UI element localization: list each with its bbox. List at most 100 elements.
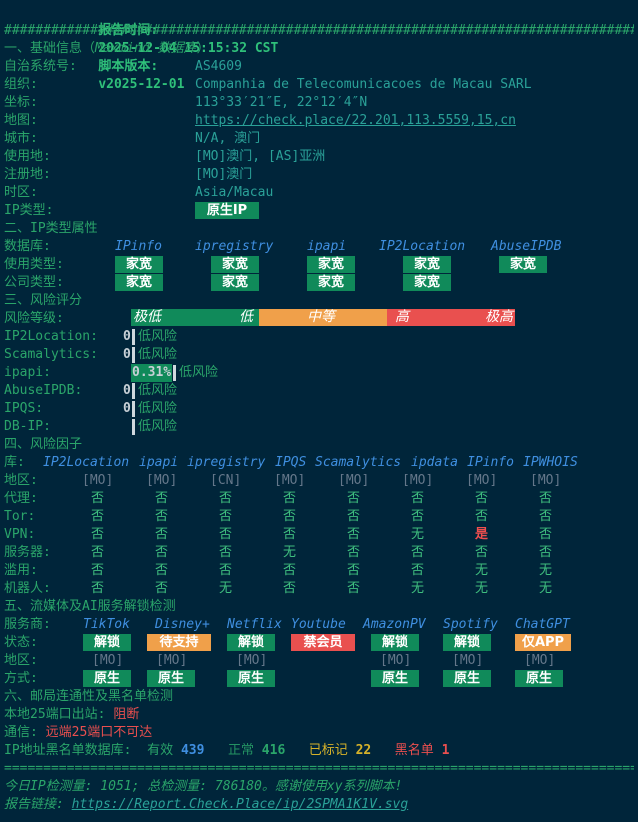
service-method-badge: 原生 [147, 670, 195, 687]
factor-row-label: 代理: [4, 491, 38, 506]
map-label: 地图: [4, 113, 38, 128]
coords-label: 坐标: [4, 95, 38, 110]
factor-cell: 否 [411, 509, 425, 524]
service-name-tiktok: TikTok [83, 617, 130, 632]
footer-stats: 今日IP检测量: 1051; 总检测量: 786180。感谢使用xy系列脚本! [4, 779, 403, 794]
factor-cell: [MO] [530, 473, 562, 488]
service-region: [MO] [156, 653, 188, 668]
status-label: 状态: [4, 635, 38, 650]
use-type-ipregistry: 家宽 [211, 256, 259, 273]
region-label: 地区: [4, 653, 38, 668]
factor-cell: [MO] [466, 473, 498, 488]
factor-cell: 无 [539, 581, 553, 596]
comm-label: 通信: [4, 725, 38, 740]
company-type-ipinfo: 家宽 [115, 274, 163, 291]
db-label: 数据库: [4, 239, 51, 254]
factor-cell: [MO] [82, 473, 114, 488]
ip-type-badge: 原生IP [195, 202, 259, 219]
factor-cell: 否 [411, 491, 425, 506]
risk-dbip-marker [132, 419, 135, 435]
factor-cell: [MO] [146, 473, 178, 488]
factor-db-scamalytics: Scamalytics [315, 455, 402, 470]
risk-ipqs-text: 低风险 [138, 401, 178, 416]
use-type-ipinfo: 家宽 [115, 256, 163, 273]
factor-cell: 否 [475, 509, 489, 524]
report-link[interactable]: https://Report.Check.Place/ip/2SPMA1K1V.… [71, 797, 409, 812]
company-type-ipapi: 家宽 [307, 274, 355, 291]
factor-cell: 否 [411, 545, 425, 560]
service-region: [MO] [452, 653, 484, 668]
risk-bar-low: 极低 低 [131, 309, 259, 326]
service-name-youtube: Youtube [291, 617, 346, 632]
factor-cell: 否 [155, 563, 169, 578]
risk-ipapi-text: 低风险 [179, 365, 219, 380]
factor-cell: [MO] [338, 473, 370, 488]
risk-ipqs-label: IPQS: [4, 401, 44, 416]
factor-cell: 否 [283, 491, 297, 506]
blacklist-label: IP地址黑名单数据库: [4, 743, 132, 758]
factor-cell: 否 [155, 545, 169, 560]
factor-cell: 否 [411, 563, 425, 578]
risk-ipqs-score: 0 [123, 401, 131, 416]
risk-bar-very-low-label: 极低 [133, 309, 161, 325]
use-type-ip2location: 家宽 [403, 256, 451, 273]
factor-cell: 否 [539, 491, 553, 506]
factor-cell: 无 [539, 563, 553, 578]
separator-bottom: ========================================… [4, 761, 634, 776]
factor-row-label: VPN: [4, 527, 36, 542]
usage-location-label: 使用地: [4, 149, 51, 164]
factor-cell: 否 [347, 545, 361, 560]
factor-row-label: 地区: [4, 473, 38, 488]
service-status-badge: 禁会员 [291, 634, 355, 651]
risk-ipapi-label: ipapi: [4, 365, 51, 380]
factor-cell: 否 [283, 509, 297, 524]
db-header-ipapi: ipapi [307, 239, 347, 254]
risk-bar-low-label: 低 [239, 309, 253, 325]
risk-abuseipdb-score: 0 [123, 383, 131, 398]
map-link[interactable]: https://check.place/22.201,113.5559,15,c… [195, 113, 516, 128]
factor-cell: 无 [411, 581, 425, 596]
company-type-label: 公司类型: [4, 275, 64, 290]
risk-dbip-label: DB-IP: [4, 419, 51, 434]
comm-value: 远端25端口不可达 [45, 725, 153, 740]
db-header-ipinfo: IPinfo [115, 239, 162, 254]
factor-db-ipdata: ipdata [411, 455, 458, 470]
risk-ip2location-marker [132, 329, 135, 345]
company-type-ip2location: 家宽 [403, 274, 451, 291]
factor-cell: 无 [219, 581, 233, 596]
factor-cell: 无 [475, 581, 489, 596]
risk-bar-medium-label: 中等 [307, 309, 335, 325]
factor-cell: [MO] [274, 473, 306, 488]
factor-cell: 否 [283, 581, 297, 596]
factor-cell: 否 [475, 491, 489, 506]
maxmind-db-name: Maxmind 数据库 [95, 41, 197, 56]
service-status-badge: 解锁 [83, 634, 131, 651]
factor-db-ipregistry: ipregistry [187, 455, 266, 470]
use-type-abuseipdb: 家宽 [499, 256, 547, 273]
report-link-label: 报告链接: [4, 797, 64, 812]
factor-cell: 否 [91, 509, 105, 524]
risk-scamalytics-label: Scamalytics: [4, 347, 98, 362]
lib-label: 库: [4, 455, 25, 470]
port25-row: 本地25端口出站: 阻断 [4, 706, 139, 724]
timezone-label: 时区: [4, 185, 38, 200]
factor-cell: 无 [283, 545, 297, 560]
service-name-disney: Disney+ [155, 617, 210, 632]
registered-location-label: 注册地: [4, 167, 51, 182]
risk-ipapi-marker [173, 365, 176, 381]
service-name-spotify: Spotify [443, 617, 498, 632]
factor-cell: 否 [219, 491, 233, 506]
risk-bar-very-high-label: 极高 [485, 309, 513, 325]
factor-db-ip2location: IP2Location [43, 455, 130, 470]
factor-cell: 否 [539, 545, 553, 560]
factor-cell: 否 [91, 491, 105, 506]
risk-scamalytics-score: 0 [123, 347, 131, 362]
risk-abuseipdb-label: AbuseIPDB: [4, 383, 83, 398]
bl-marked-count: 22 [355, 743, 372, 758]
factor-cell: 否 [475, 545, 489, 560]
service-method-badge: 原生 [83, 670, 131, 687]
factor-cell: 否 [91, 563, 105, 578]
factor-cell: 否 [347, 581, 361, 596]
org-value: Companhia de Telecomunicacoes de Macau S… [195, 77, 532, 92]
risk-ipqs-marker [132, 401, 135, 417]
